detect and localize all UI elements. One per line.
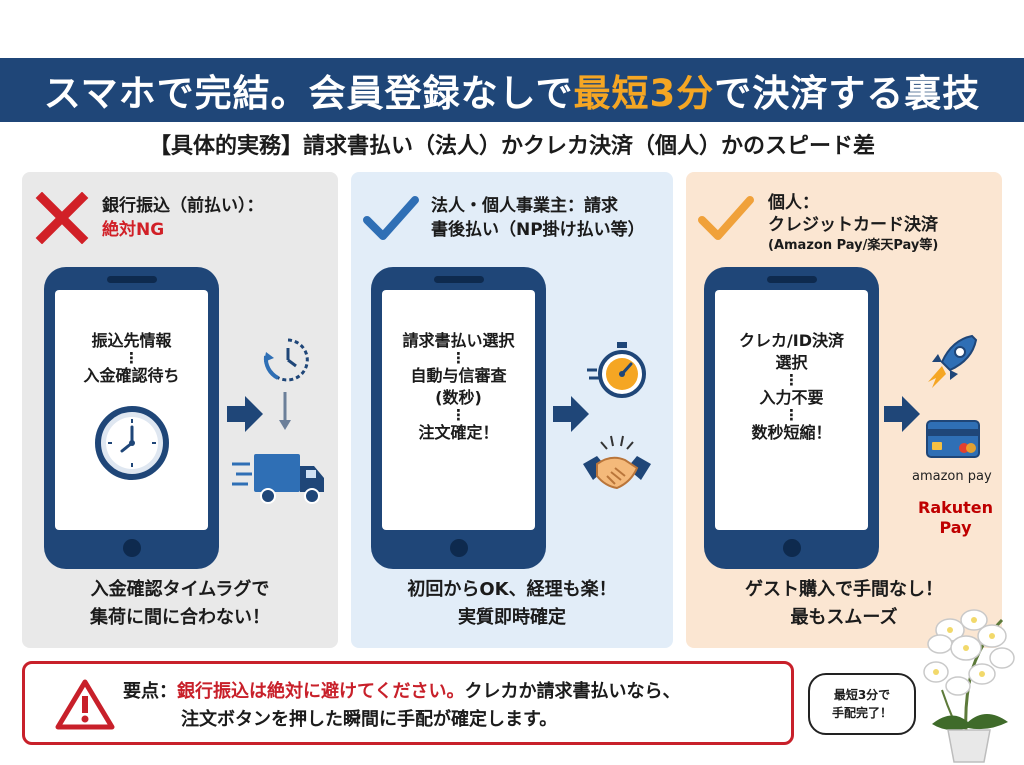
warning-icon	[55, 679, 115, 730]
banner-title: スマホで完結。会員登録なしで最短3分で決済する裏技	[44, 63, 981, 117]
screen-dots: ⋮	[451, 406, 466, 424]
heading-line2: 書後払い（NP掛け払い等）	[431, 220, 645, 240]
phone-screen: 振込先情報 ⋮ 入金確認待ち	[55, 290, 208, 530]
handshake-icon	[583, 435, 651, 490]
cross-icon	[35, 192, 89, 244]
heading-text: 個人： クレジットカード決済 (Amazon Pay/楽天Pay等)	[768, 192, 938, 256]
column-invoice-payment: 法人・個人事業主：請求 書後払い（NP掛け払い等） 請求書払い選択 ⋮ 自動与信…	[351, 172, 673, 648]
column-heading: 銀行振込（前払い）： 絶対NG	[32, 186, 330, 256]
heading-text: 銀行振込（前払い）： 絶対NG	[102, 194, 264, 242]
heading-text: 法人・個人事業主：請求 書後払い（NP掛け払い等）	[431, 194, 645, 242]
phone-screen: 請求書払い選択 ⋮ 自動与信審査 (数秒) ⋮ 注文確定！	[382, 290, 535, 530]
rakuten-logo-line1: Rakuten	[918, 498, 994, 517]
footer-line2: 集荷に間に合わない！	[90, 607, 270, 628]
screen-line: クレカ/ID決済	[738, 331, 845, 350]
key-point-text: 要点：銀行振込は絶対に避けてください。クレカか請求書払いなら、 注文ボタンを押し…	[123, 678, 680, 734]
screen-dots: ⋮	[124, 349, 139, 367]
screen-line: (数秒)	[435, 388, 482, 407]
rakuten-logo-line2: Pay	[939, 518, 972, 537]
check-icon	[698, 196, 754, 240]
screen-line: 自動与信審査	[410, 366, 507, 385]
banner-text-after: で決済する裏技	[714, 72, 981, 115]
heading-line3: (Amazon Pay/楽天Pay等)	[768, 238, 939, 253]
heading-ng-label: 絶対NG	[102, 220, 165, 240]
phone-mockup: クレカ/ID決済 選択 ⋮ 入力不要 ⋮ 数秒短縮！	[704, 267, 879, 569]
title-banner: スマホで完結。会員登録なしで最短3分で決済する裏技	[0, 58, 1024, 122]
rocket-icon	[928, 334, 978, 388]
heading-line1: 銀行振込（前払い）：	[102, 196, 264, 216]
screen-line: 選択	[775, 353, 808, 372]
banner-highlight: 最短3分	[573, 72, 715, 115]
arrow-down-icon	[279, 392, 291, 430]
footer-line1: 入金確認タイムラグで	[90, 579, 270, 600]
key-point-rest: クレカか請求書払いなら、	[464, 681, 681, 702]
heading-line2: クレジットカード決済	[768, 215, 938, 235]
arrow-right-icon	[884, 396, 920, 432]
phone-screen: クレカ/ID決済 選択 ⋮ 入力不要 ⋮ 数秒短縮！	[715, 290, 868, 530]
column-footer: ゲスト購入で手間なし！ 最もスムーズ	[686, 576, 1002, 632]
screen-dots: ⋮	[784, 371, 799, 389]
footer-line1: ゲスト購入で手間なし！	[745, 579, 943, 600]
screen-line: 注文確定！	[418, 423, 499, 442]
phone-speaker	[434, 276, 484, 283]
column-footer: 初回からOK、経理も楽！ 実質即時確定	[351, 576, 673, 632]
clock-icon	[94, 406, 169, 480]
screen-dots: ⋮	[451, 349, 466, 367]
phone-home-button	[123, 539, 141, 557]
footer-line2: 実質即時確定	[458, 607, 566, 628]
rakuten-pay-logo: Rakuten Pay	[918, 498, 993, 538]
arrow-right-icon	[227, 396, 263, 432]
heading-line1: 個人：	[768, 193, 819, 213]
footer-line1: 初回からOK、経理も楽！	[407, 579, 617, 600]
credit-card-icon	[926, 420, 980, 458]
delivery-truck-icon	[232, 454, 324, 504]
footer-line2: 最もスムーズ	[790, 607, 898, 628]
column-footer: 入金確認タイムラグで 集荷に間に合わない！	[22, 576, 338, 632]
cycle-clock-icon	[263, 338, 309, 382]
amazon-pay-logo: amazon pay	[912, 469, 992, 484]
phone-mockup: 請求書払い選択 ⋮ 自動与信審査 (数秒) ⋮ 注文確定！	[371, 267, 546, 569]
key-point-box: 要点：銀行振込は絶対に避けてください。クレカか請求書払いなら、 注文ボタンを押し…	[22, 661, 794, 745]
bubble-line2: 手配完了！	[831, 706, 892, 720]
screen-dots: ⋮	[784, 406, 799, 424]
phone-mockup: 振込先情報 ⋮ 入金確認待ち	[44, 267, 219, 569]
heading-line1: 法人・個人事業主：請求	[431, 196, 618, 216]
key-point-line2: 注文ボタンを押した瞬間に手配が確定します。	[181, 709, 558, 730]
screen-line: 請求書払い選択	[402, 331, 515, 350]
column-heading: 個人： クレジットカード決済 (Amazon Pay/楽天Pay等)	[696, 186, 994, 256]
banner-text-before: スマホで完結。会員登録なしで	[43, 72, 574, 115]
check-icon	[363, 196, 419, 240]
column-credit-card: 個人： クレジットカード決済 (Amazon Pay/楽天Pay等) クレカ/I…	[686, 172, 1002, 648]
key-point-emphasis: 銀行振込は絶対に避けてください。	[177, 681, 465, 702]
stopwatch-icon	[587, 342, 646, 398]
screen-line: 振込先情報	[91, 331, 172, 350]
subtitle: 【具体的実務】請求書払い（法人）かクレカ決済（個人）かのスピード差	[148, 134, 875, 159]
orchid-plant-icon	[923, 609, 1015, 763]
speech-bubble: 最短3分で 手配完了！	[808, 673, 916, 735]
phone-home-button	[783, 539, 801, 557]
arrow-right-icon	[553, 396, 589, 432]
screen-line: 数秒短縮！	[751, 423, 832, 442]
phone-speaker	[767, 276, 817, 283]
phone-home-button	[450, 539, 468, 557]
bubble-line1: 最短3分で	[833, 688, 891, 702]
screen-line: 入金確認待ち	[83, 366, 180, 385]
screen-line: 入力不要	[759, 388, 824, 407]
key-point-label: 要点：	[123, 681, 177, 702]
phone-speaker	[107, 276, 157, 283]
column-bank-transfer: 銀行振込（前払い）： 絶対NG 振込先情報 ⋮ 入金確認待ち	[22, 172, 338, 648]
column-heading: 法人・個人事業主：請求 書後払い（NP掛け払い等）	[361, 186, 665, 256]
